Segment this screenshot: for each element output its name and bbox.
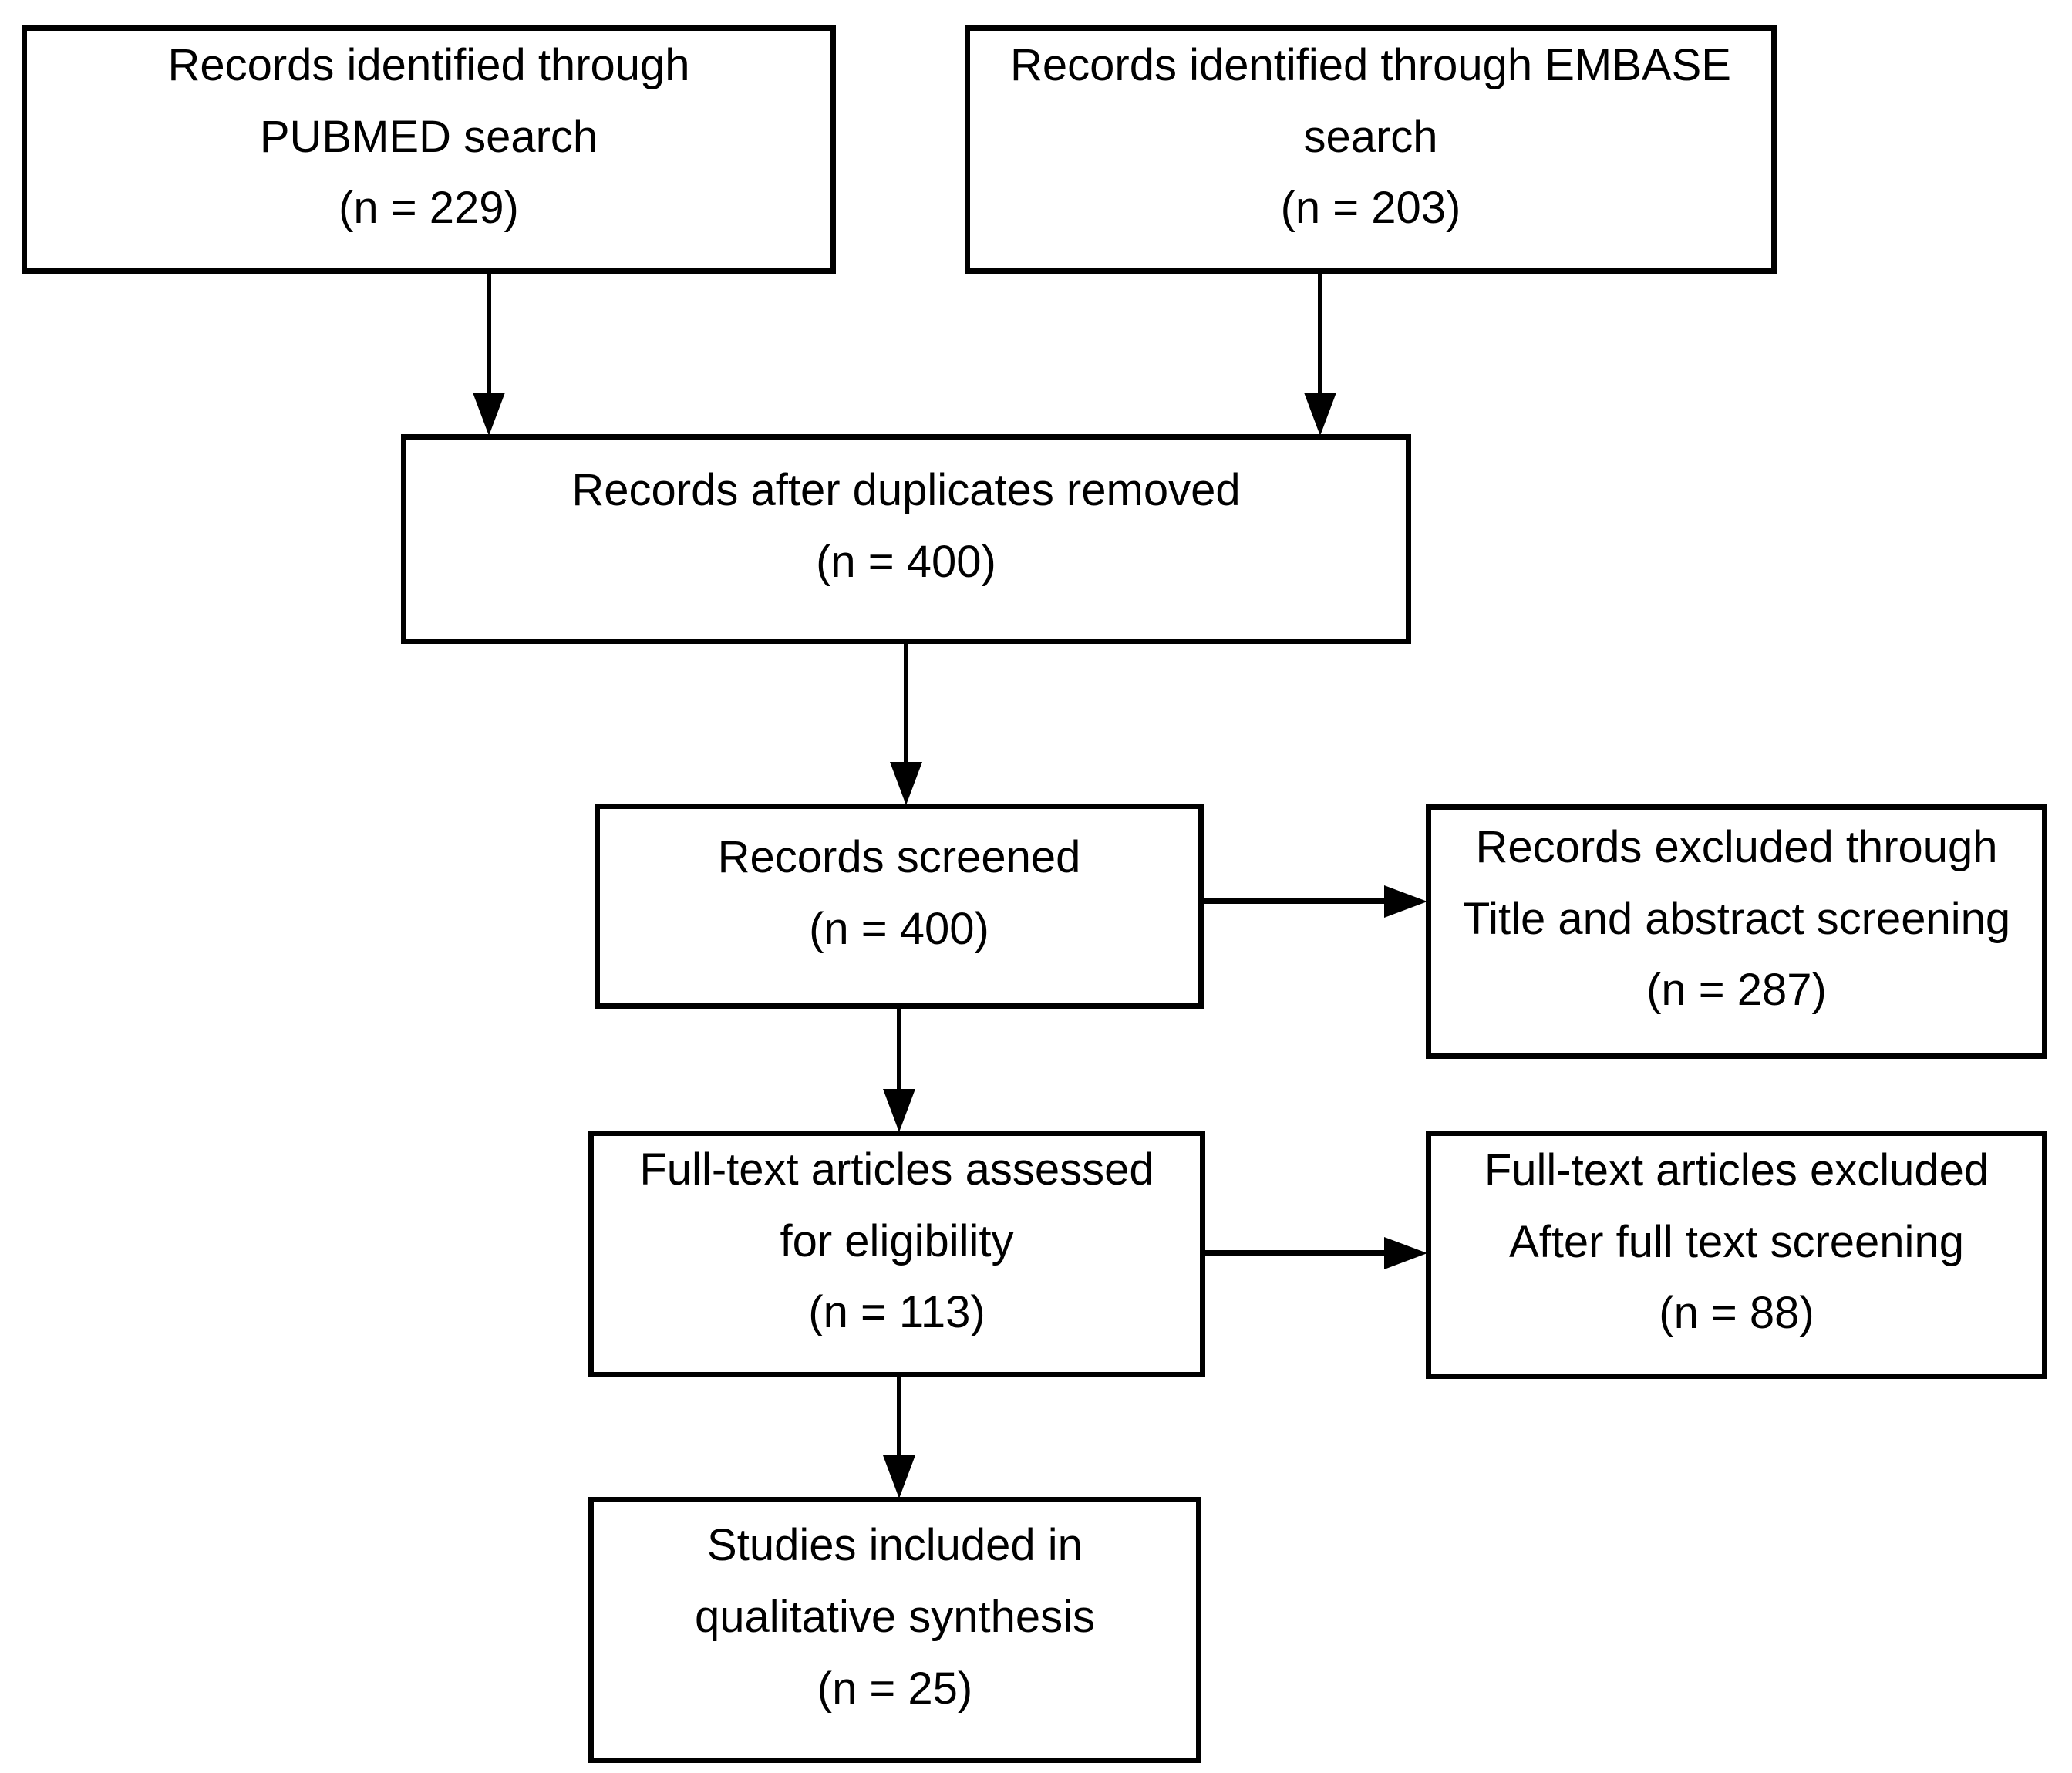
box-text-line: Full-text articles assessed bbox=[639, 1144, 1154, 1195]
box-text-line: Records identified through bbox=[167, 39, 690, 90]
box-count-line: (n = 400) bbox=[816, 537, 996, 587]
box-text-line: Records screened bbox=[717, 832, 1081, 883]
box-text-line: Records identified through EMBASE bbox=[1010, 39, 1731, 90]
arrow-screened-to-fulltext bbox=[883, 1007, 915, 1132]
box-text-line: search bbox=[1303, 111, 1438, 162]
box-count-line: (n = 400) bbox=[809, 904, 989, 954]
arrow-right-icon bbox=[1384, 885, 1427, 918]
box-records-after-duplicates-removed: Records after duplicates removed (n = 40… bbox=[401, 434, 1411, 644]
box-count-line: (n = 113) bbox=[808, 1287, 985, 1338]
box-count-line: (n = 287) bbox=[1646, 965, 1827, 1016]
box-text-line: Title and abstract screening bbox=[1462, 893, 2011, 944]
box-count-line: (n = 229) bbox=[339, 183, 519, 234]
box-text-line: qualitative synthesis bbox=[694, 1592, 1096, 1643]
arrow-right-icon bbox=[1384, 1236, 1427, 1269]
box-text-line: Full-text articles excluded bbox=[1484, 1144, 1989, 1195]
box-records-screened: Records screened (n = 400) bbox=[595, 804, 1204, 1009]
box-text-line: Records after duplicates removed bbox=[571, 465, 1241, 516]
box-text-line: After full text screening bbox=[1509, 1216, 1964, 1267]
box-fulltext-excluded-screening: Full-text articles excluded After full t… bbox=[1426, 1131, 2047, 1379]
arrow-shaft bbox=[897, 1007, 901, 1094]
arrow-shaft bbox=[487, 272, 491, 397]
box-text-line: PUBMED search bbox=[259, 111, 598, 162]
box-text-line: Records excluded through bbox=[1475, 821, 1998, 872]
box-records-excluded-title-abstract: Records excluded through Title and abstr… bbox=[1426, 804, 2047, 1059]
arrow-shaft bbox=[1202, 898, 1389, 904]
box-studies-included-qualitative-synthesis: Studies included in qualitative synthesi… bbox=[588, 1497, 1201, 1763]
arrow-down-icon bbox=[883, 1089, 915, 1132]
arrow-fulltext-to-included bbox=[883, 1376, 915, 1498]
box-count-line: (n = 88) bbox=[1659, 1288, 1814, 1339]
box-count-line: (n = 25) bbox=[817, 1663, 973, 1714]
arrow-down-icon bbox=[883, 1455, 915, 1498]
box-text-line: Studies included in bbox=[707, 1520, 1083, 1571]
box-fulltext-assessed-eligibility: Full-text articles assessed for eligibil… bbox=[588, 1131, 1205, 1377]
arrow-embase-to-duplicates bbox=[1304, 272, 1336, 436]
arrow-duplicates-to-screened bbox=[890, 642, 922, 805]
arrow-screened-to-excluded bbox=[1202, 885, 1427, 918]
box-count-line: (n = 203) bbox=[1280, 183, 1461, 234]
arrow-fulltext-to-excluded bbox=[1204, 1236, 1427, 1269]
box-text-line: for eligibility bbox=[780, 1215, 1014, 1266]
arrow-down-icon bbox=[473, 393, 505, 436]
box-records-identified-pubmed: Records identified through PUBMED search… bbox=[22, 25, 836, 274]
arrow-shaft bbox=[1318, 272, 1322, 397]
arrow-shaft bbox=[1204, 1250, 1389, 1256]
arrow-shaft bbox=[904, 642, 908, 767]
arrow-shaft bbox=[897, 1376, 901, 1460]
box-records-identified-embase: Records identified through EMBASE search… bbox=[965, 25, 1777, 274]
arrow-down-icon bbox=[1304, 393, 1336, 436]
arrow-pubmed-to-duplicates bbox=[473, 272, 505, 436]
arrow-down-icon bbox=[890, 762, 922, 805]
